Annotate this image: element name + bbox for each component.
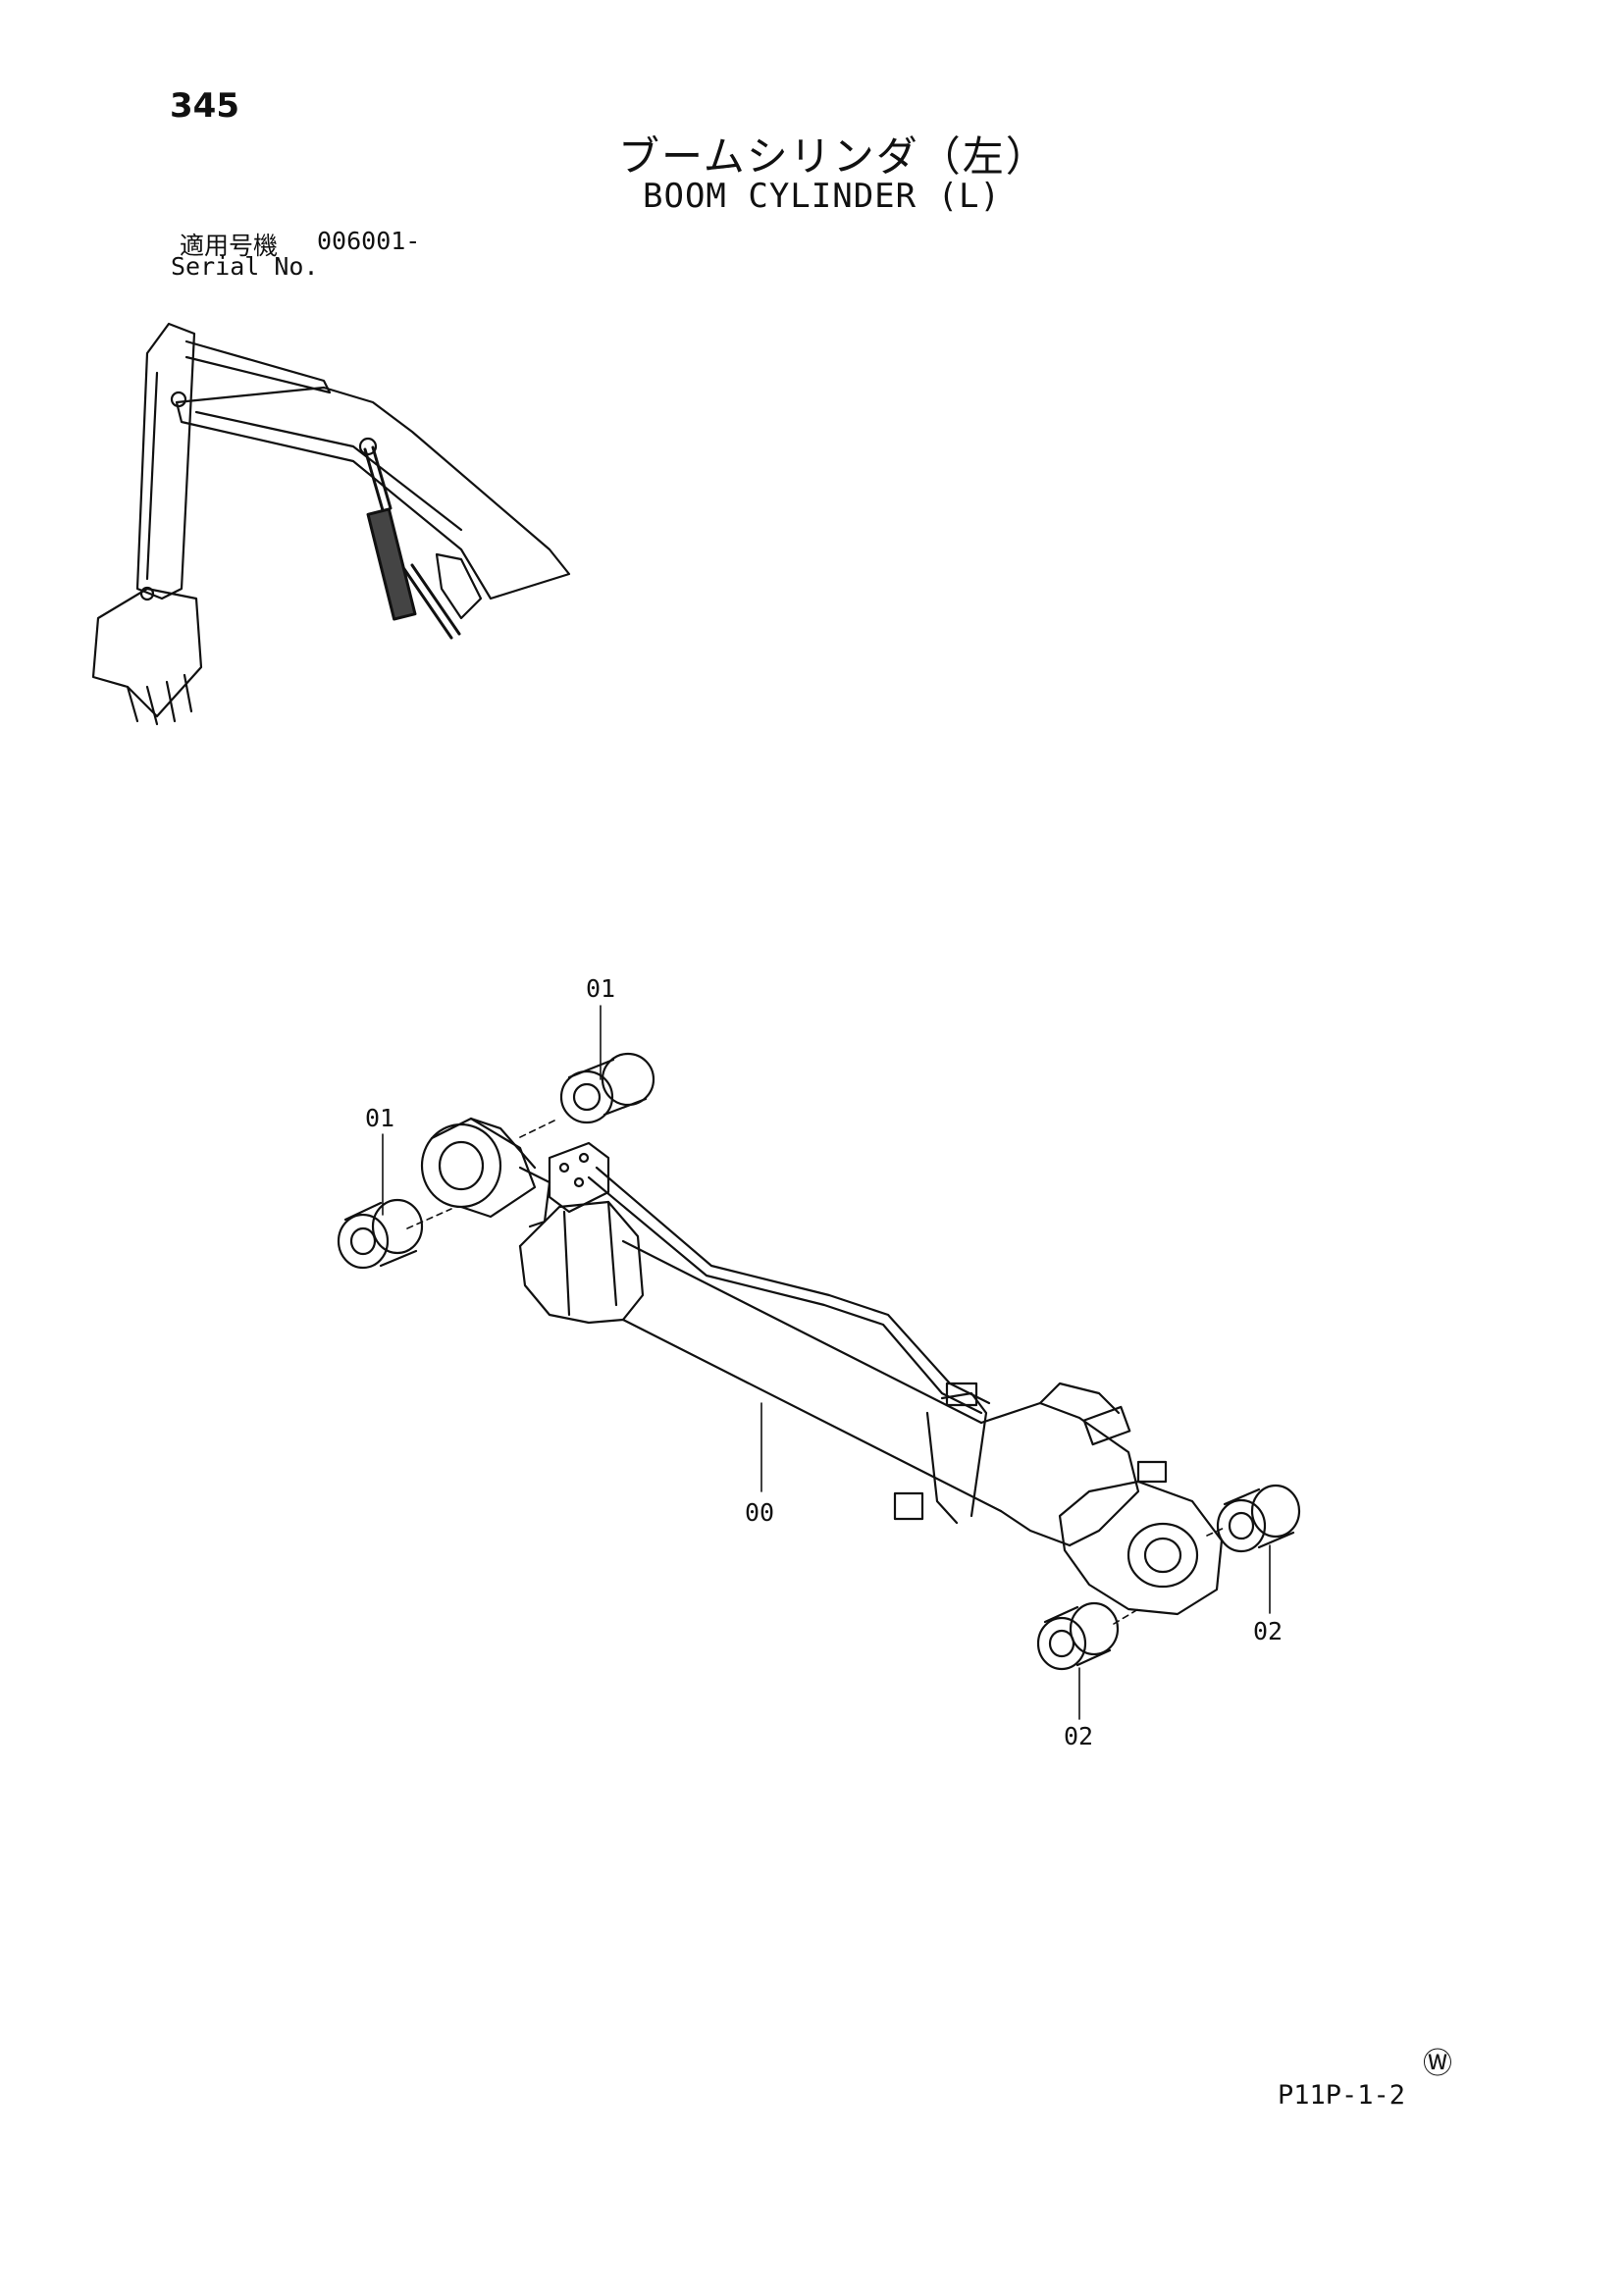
circled-w-mark: Ⓦ: [1423, 2047, 1452, 2081]
callout-01-left: 01: [365, 1104, 395, 1132]
callout-02-right: 02: [1253, 1617, 1283, 1645]
callout-leaders: [382, 1005, 1271, 1720]
page-number: 345: [170, 86, 239, 126]
serial-label-jp: 適用号機: [180, 232, 279, 260]
page-code: P11P-1-2: [1278, 2080, 1406, 2111]
serial-value: 006001-: [317, 227, 421, 255]
callout-00: 00: [745, 1498, 775, 1527]
excavator-overview-icon: [91, 322, 571, 726]
title-japanese: ブームシリンダ（左）: [618, 132, 1049, 181]
serial-label-en: Serial No.: [171, 252, 319, 281]
callout-02-bottom: 02: [1064, 1722, 1094, 1750]
callout-01-upper: 01: [586, 974, 616, 1003]
boom-cylinder-drawing: [337, 1052, 1301, 1671]
title-english: BOOM CYLINDER (L): [643, 177, 1001, 216]
